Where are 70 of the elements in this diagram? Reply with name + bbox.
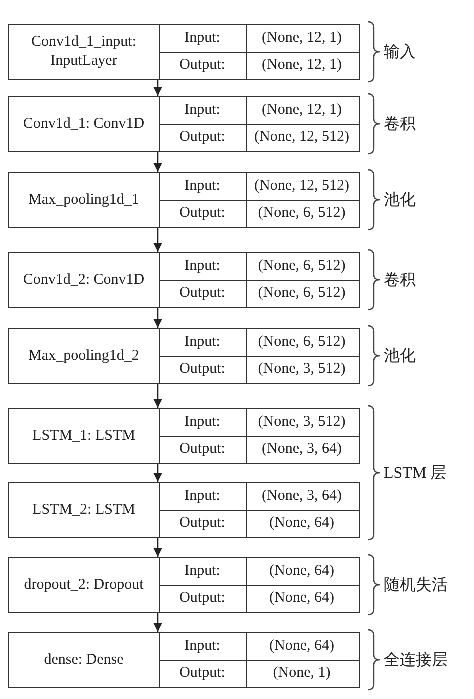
layer-group-label: 卷积 [384,271,416,291]
shape-value: (None, 64) [270,638,334,655]
field-label: Input: [184,178,220,195]
arrow [153,613,163,632]
arrow [153,228,163,252]
arrow [153,152,163,172]
layer-group-label: 全连接层 [384,650,448,671]
field-label: Input: [184,102,220,119]
shape-value: (None, 64) [270,563,334,580]
field-label: Output: [180,57,226,74]
layer-box [8,328,360,384]
layer-group-label: 卷积 [384,115,416,135]
layer-name: Max_pooling1d_2 [28,346,140,366]
layer-box [8,172,360,228]
layer-name: Conv1d_2: Conv1D [22,270,146,290]
shape-value: (None, 3, 512) [258,361,346,378]
shape-value: (None, 6, 512) [258,334,346,351]
arrow [153,538,163,557]
layer-box [8,632,360,688]
field-label: Output: [180,129,226,146]
shape-value: (None, 6, 512) [258,285,346,302]
arrow [153,80,163,96]
shape-value: (None, 3, 512) [258,414,346,431]
shape-value: (None, 12, 512) [254,178,350,195]
field-label: Input: [184,414,220,431]
shape-value: (None, 3, 64) [262,441,342,458]
layer-box [8,96,360,152]
field-label: Output: [180,285,226,302]
layer-group-label: 随机失活 [384,576,448,596]
layer-name: LSTM_2: LSTM [32,500,136,520]
field-label: Input: [184,488,220,505]
shape-value: (None, 64) [270,590,334,607]
field-label: Output: [180,590,226,607]
layer-name: dropout_2: Dropout [23,576,145,594]
layer-group-label: LSTM 层 [384,464,447,484]
arrow [153,308,163,328]
shape-value: (None, 6, 512) [258,258,346,275]
shape-value: (None, 12, 1) [262,102,342,119]
field-label: Input: [184,258,220,275]
field-label: Input: [184,30,220,47]
field-label: Output: [180,441,226,458]
layer-box [8,24,360,80]
layer-group-label: 输入 [384,42,416,63]
field-label: Input: [184,563,220,580]
shape-value: (None, 64) [270,515,334,532]
field-label: Output: [180,665,226,682]
layer-box [8,252,360,308]
field-label: Input: [184,638,220,655]
shape-value: (None, 12, 512) [254,129,350,146]
shape-value: (None, 6, 512) [258,205,346,222]
layer-name: dense: Dense [43,650,125,670]
layer-group-label: 池化 [384,190,416,211]
layer-name: Conv1d_1_input: InputLayer [30,33,138,71]
arrow [153,384,163,408]
shape-value: (None, 3, 64) [262,488,342,505]
layer-name: Max_pooling1d_1 [28,190,140,210]
field-label: Output: [180,361,226,378]
shape-value: (None, 12, 1) [262,30,342,47]
field-label: Output: [180,205,226,222]
shape-value: (None, 12, 1) [262,57,342,74]
layer-box [8,557,360,613]
layer-box [8,408,360,464]
field-label: Output: [180,515,226,532]
layer-group-label: 池化 [384,346,416,367]
arrow [153,464,163,482]
layer-name: LSTM_1: LSTM [32,426,136,446]
layer-name: Conv1d_1: Conv1D [22,114,146,134]
shape-value: (None, 1) [273,665,331,682]
field-label: Input: [184,334,220,351]
layer-box [8,482,360,538]
